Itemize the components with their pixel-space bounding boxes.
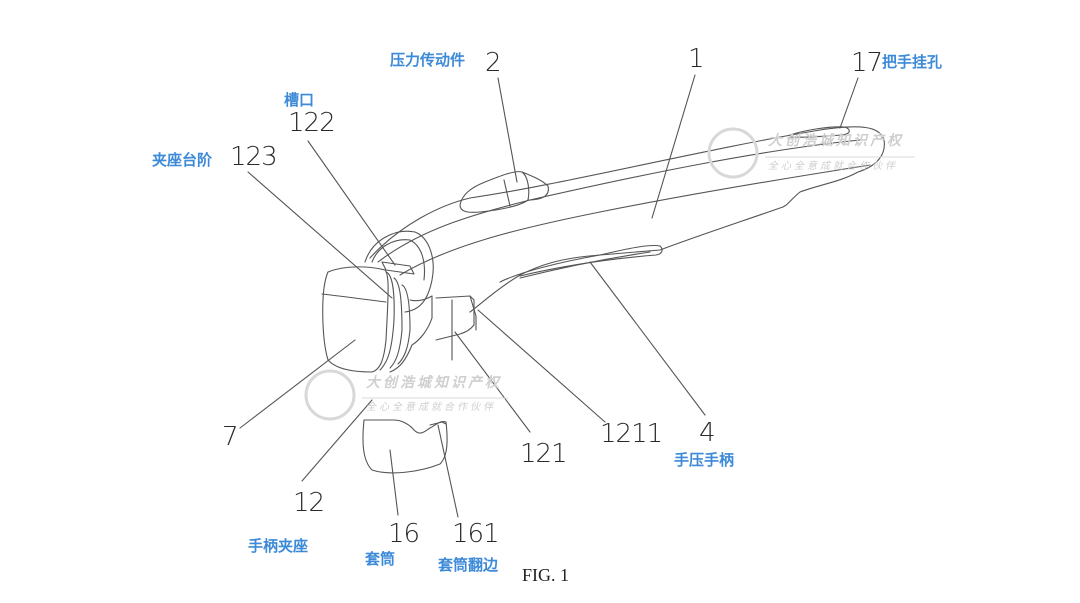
leader-7 [239,339,356,429]
pressure-part-outline [459,171,530,213]
leader-16 [389,449,399,516]
sleeve-flange [429,421,447,426]
slot-notch [381,261,415,275]
ref-number-7: 7 [222,422,239,452]
ref-number-121: 121 [520,439,568,469]
part-name-2: 压力传动件 [390,51,466,69]
cap-outline [322,266,389,373]
leader-12 [301,399,373,482]
leader-2 [497,77,518,183]
part-name-17: 把手挂孔 [882,53,943,71]
leader-4 [589,261,706,416]
leader-1 [651,74,696,219]
ref-number-161: 161 [452,519,500,549]
watermark-logo-icon [707,127,759,179]
hanging-hole [789,126,850,138]
handle-mid-ridge [399,164,871,276]
handle-top-ridge [377,139,861,263]
ref-number-2: 2 [485,48,502,78]
watermark-logo-icon [304,369,356,421]
ref-number-12: 12 [293,488,325,518]
leader-123 [247,171,393,299]
leader-17 [839,77,859,129]
lever-inner [519,251,651,279]
figure-caption: FIG. 1 [522,565,570,585]
leader-122 [307,140,396,266]
part-name-4: 手压手柄 [674,451,735,469]
leader-121 [454,331,531,433]
part-name-122: 槽口 [284,91,315,109]
ref-number-1: 1 [688,44,705,74]
leader-1211 [477,309,606,423]
ref-number-4: 4 [699,418,716,448]
ref-number-1211: 1211 [600,419,663,449]
clamp-seat-ring [364,230,434,313]
part-name-12: 手柄夹座 [248,537,309,555]
ref-number-17: 17 [851,48,883,78]
lever-outline [499,244,663,283]
pressure-part-side [521,171,549,201]
watermark-line1: 大创浩城知识产权 [366,375,502,391]
part-name-123: 夹座台阶 [152,151,213,169]
handle-body-outline [369,126,885,313]
leader-161 [437,424,459,518]
part-name-16: 套筒 [365,550,396,568]
part-name-161: 套筒翻边 [438,556,499,574]
watermark-line2: 全心全意成就合作伙伴 [366,402,496,413]
seat-base [435,295,475,341]
sleeve-outline [362,419,448,474]
watermark-line2: 全心全意成就合作伙伴 [768,161,898,172]
watermark-line1: 大创浩城知识产权 [768,133,904,149]
ref-number-16: 16 [388,519,420,549]
ref-number-122: 122 [288,108,336,138]
ref-number-123: 123 [230,142,278,172]
